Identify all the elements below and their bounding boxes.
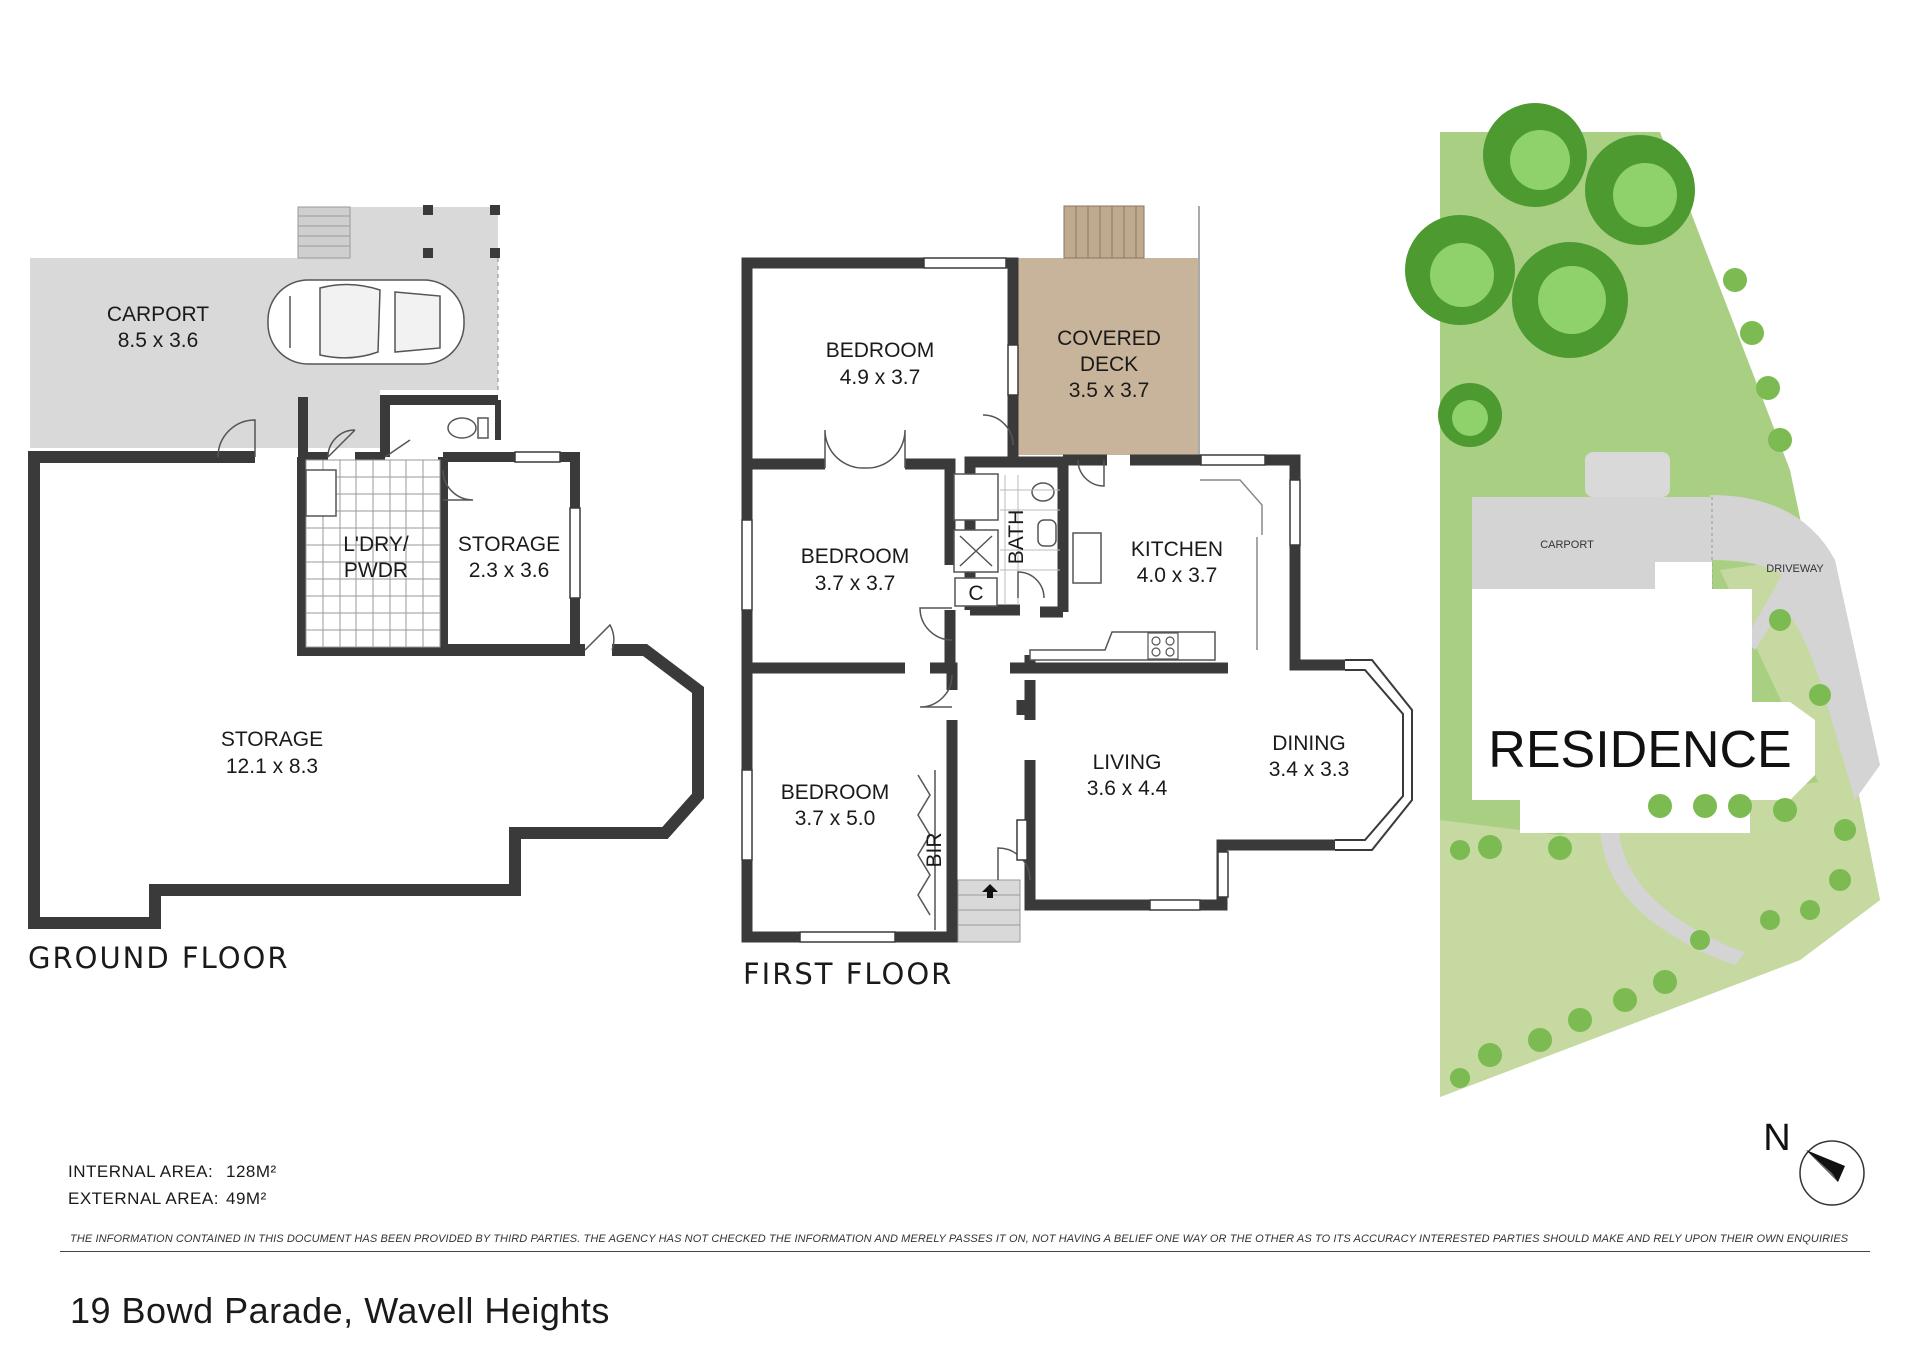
ground-floor-plan: CARPORT 8.5 x 3.6 STORAGE 12.1 x 8.3 L'D… — [28, 205, 704, 975]
first-floor-title: FIRST FLOOR — [743, 957, 953, 991]
bedroom1-label: BEDROOM — [826, 339, 935, 362]
laundry-label-line2: PWDR — [344, 559, 408, 582]
dining-dimensions: 3.4 x 3.3 — [1269, 758, 1350, 781]
deck-stairs — [1063, 205, 1145, 259]
compass-needle-icon — [1806, 1150, 1845, 1182]
laundry-sink — [305, 469, 337, 517]
covered-deck-label-line2: DECK — [1080, 353, 1138, 376]
kitchen-dimensions: 4.0 x 3.7 — [1137, 564, 1218, 587]
covered-deck-dimensions: 3.5 x 3.7 — [1069, 379, 1150, 402]
kitchen-bench — [1029, 631, 1216, 661]
living-dimensions: 3.6 x 4.4 — [1087, 777, 1168, 800]
carport-stairs — [297, 206, 351, 259]
garden-path — [1600, 822, 1745, 965]
small-storage-dimensions: 2.3 x 3.6 — [469, 559, 550, 582]
divider-line — [60, 1251, 1870, 1252]
bedroom1-dimensions: 4.9 x 3.7 — [840, 366, 921, 389]
carport-dimensions: 8.5 x 3.6 — [118, 329, 199, 352]
entry-stairs — [957, 879, 1021, 943]
bir-label: BIR — [923, 832, 946, 867]
cupboard — [954, 577, 998, 607]
external-area: EXTERNAL AREA: 49M² — [68, 1185, 277, 1212]
toilet-icon — [447, 417, 489, 439]
covered-deck-label-line1: COVERED — [1057, 327, 1161, 350]
garden-bed — [1440, 780, 1880, 1097]
dining-bay-window — [1335, 659, 1413, 851]
bedroom2-dimensions: 3.7 x 3.7 — [815, 572, 896, 595]
residence-label: RESIDENCE — [1488, 721, 1791, 779]
site-driveway-label: DRIVEWAY — [1766, 563, 1824, 575]
ground-floor-title: GROUND FLOOR — [28, 941, 290, 975]
trees — [1405, 103, 1695, 447]
bedroom3-label: BEDROOM — [781, 781, 890, 804]
kitchen-label: KITCHEN — [1131, 538, 1223, 561]
first-floor-windows — [741, 257, 1301, 943]
internal-area: INTERNAL AREA: 128M² — [68, 1158, 277, 1185]
covered-deck-area — [1018, 258, 1199, 455]
bir-doors — [917, 770, 936, 930]
shrubs — [1450, 268, 1856, 1088]
ground-floor-walls — [28, 451, 704, 929]
carport-area — [30, 207, 498, 448]
area-summary: INTERNAL AREA: 128M² EXTERNAL AREA: 49M² — [68, 1158, 277, 1212]
north-compass: N — [1763, 1117, 1865, 1206]
kitchen-sink — [1072, 532, 1102, 584]
bedroom2-label: BEDROOM — [801, 545, 910, 568]
first-floor-plan: BEDROOM 4.9 x 3.7 COVERED DECK 3.5 x 3.7… — [741, 205, 1413, 991]
small-storage-label: STORAGE — [458, 533, 560, 556]
disclaimer-text: THE INFORMATION CONTAINED IN THIS DOCUME… — [70, 1233, 1849, 1245]
bedroom3-dimensions: 3.7 x 5.0 — [795, 807, 876, 830]
driveway — [1710, 495, 1880, 800]
living-label: LIVING — [1093, 751, 1162, 774]
laundry-label-line1: L'DRY/ — [343, 533, 409, 556]
site-carport-label: CARPORT — [1540, 539, 1594, 551]
compass-north-label: N — [1763, 1117, 1790, 1159]
cupboard-label: C — [968, 582, 983, 605]
gf-storage-dimensions: 12.1 x 8.3 — [226, 755, 318, 778]
site-plan: CARPORT DRIVEWAY RESIDENCE — [1405, 103, 1880, 1097]
car-icon — [267, 279, 465, 365]
dining-label: DINING — [1272, 732, 1346, 755]
residence-footprint — [1472, 562, 1815, 833]
bath-label: BATH — [1005, 510, 1028, 564]
cooktop-icon — [1147, 632, 1179, 660]
external-area-label: EXTERNAL AREA: — [68, 1189, 219, 1208]
ground-floor-doors — [217, 419, 615, 651]
internal-area-label: INTERNAL AREA: — [68, 1162, 214, 1181]
internal-area-value: 128M² — [226, 1162, 277, 1181]
carport-label: CARPORT — [107, 303, 209, 326]
entry-arrow-icon — [982, 884, 998, 898]
bath-fixtures — [953, 473, 1057, 573]
property-address: 19 Bowd Parade, Wavell Heights — [70, 1290, 610, 1331]
ground-floor-windows — [514, 451, 581, 599]
first-floor-doors — [824, 414, 1105, 881]
gf-storage-label: STORAGE — [221, 728, 323, 751]
external-area-value: 49M² — [226, 1189, 267, 1208]
